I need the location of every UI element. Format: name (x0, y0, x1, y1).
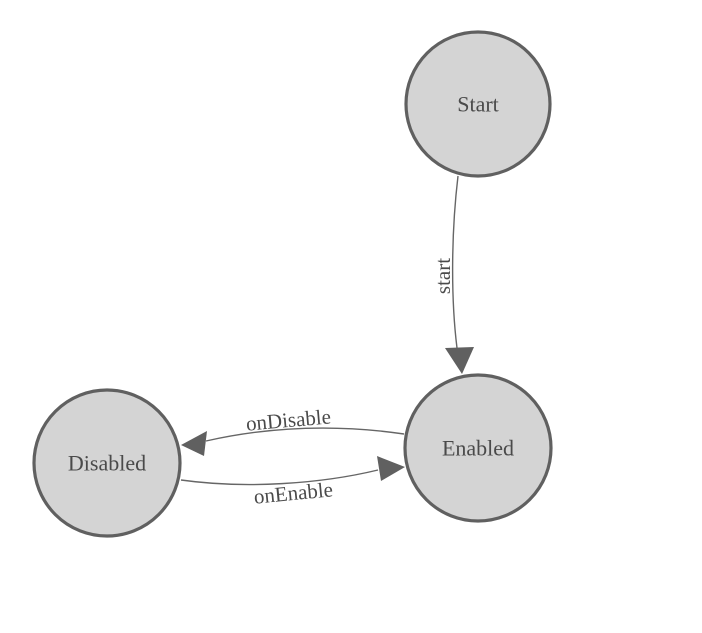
edge-line-start (451, 175, 459, 349)
edge-start-to-enabled: start (431, 175, 474, 374)
edge-label-ondisable: onDisable (245, 404, 332, 435)
edge-enabled-to-disabled: onDisable (181, 404, 405, 456)
node-label-enabled: Enabled (442, 436, 514, 461)
node-circle-disabled[interactable] (32, 388, 182, 538)
edge-line-onenable (180, 469, 379, 486)
node-disabled[interactable]: Disabled (32, 388, 182, 538)
arrowhead-into-enabled-top (445, 347, 474, 374)
edge-disabled-to-enabled: onEnable (180, 456, 405, 509)
node-circle-enabled[interactable] (403, 373, 553, 523)
node-start[interactable]: Start (404, 30, 552, 178)
edge-line-ondisable (205, 427, 405, 442)
arrowhead-into-disabled-right (181, 431, 207, 456)
arrowhead-into-enabled-left (377, 456, 405, 481)
node-enabled[interactable]: Enabled (403, 373, 553, 523)
node-label-disabled: Disabled (68, 451, 146, 476)
node-circle-start[interactable] (404, 30, 552, 178)
edge-label-onenable: onEnable (253, 477, 334, 508)
node-label-start: Start (457, 92, 499, 117)
edge-label-start: start (431, 258, 455, 294)
